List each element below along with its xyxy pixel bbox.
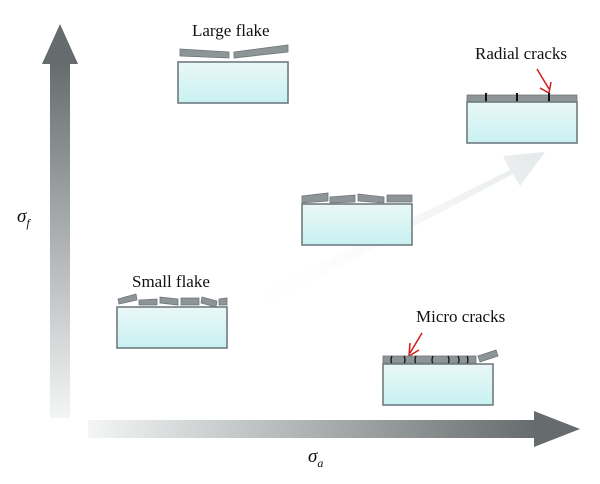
coating-flake	[357, 193, 385, 204]
coating-layer	[382, 355, 477, 364]
coating-layer	[466, 94, 578, 103]
micro-cracks-specimen: Micro cracks	[382, 307, 505, 406]
coating-flake	[180, 297, 200, 306]
coating-flake	[200, 296, 218, 308]
medium-flake-specimen	[301, 192, 413, 246]
pointer-arrow	[408, 332, 423, 358]
x-axis-label: σa	[308, 446, 323, 470]
radial-cracks-label: Radial cracks	[475, 44, 567, 63]
coating-flake	[233, 44, 289, 59]
radial-cracks-specimen: Radial cracks	[466, 44, 578, 144]
substrate-block	[382, 363, 494, 406]
substrate-block	[466, 101, 578, 144]
small-flake-specimen: Small flake	[116, 272, 228, 349]
substrate-block	[301, 203, 413, 246]
pointer-arrow	[536, 68, 552, 95]
large-flake-specimen: Large flake	[177, 21, 289, 104]
x-axis-arrow	[88, 411, 580, 447]
coating-flake	[329, 194, 356, 204]
substrate-block	[116, 306, 228, 349]
coating-flake	[218, 297, 228, 306]
substrate-block	[177, 61, 289, 104]
coating-flake	[179, 48, 230, 59]
y-axis-arrow	[42, 24, 78, 418]
micro-cracks-label: Micro cracks	[416, 307, 505, 326]
coating-flake	[138, 298, 158, 306]
coating-flake	[386, 194, 413, 203]
coating-flake	[477, 349, 499, 363]
large-flake-label: Large flake	[192, 21, 270, 40]
small-flake-label: Small flake	[132, 272, 210, 291]
coating-flake	[159, 296, 179, 306]
coating-flake	[301, 192, 329, 204]
coating-flake	[117, 293, 138, 305]
y-axis-label: σf	[17, 206, 31, 230]
